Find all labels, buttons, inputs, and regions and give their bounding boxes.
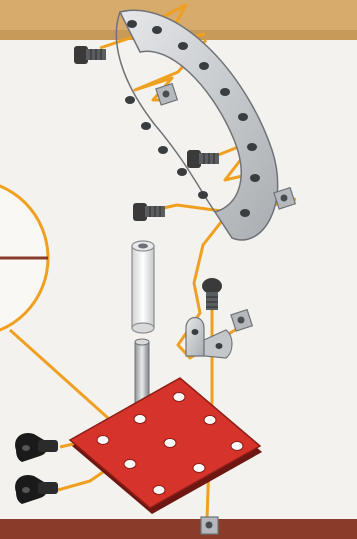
bolt-icon xyxy=(202,278,222,310)
bottom-band xyxy=(0,519,357,539)
square-nut-icon xyxy=(156,84,177,105)
bolt-icon xyxy=(133,203,165,221)
square-nut-icon xyxy=(201,517,218,534)
rubber-clip-icon xyxy=(15,475,58,504)
tube-spacer xyxy=(132,241,154,333)
square-nut-icon xyxy=(231,310,252,331)
bolt-icon xyxy=(187,150,219,168)
angle-bracket xyxy=(186,318,232,359)
red-perforated-square-plate xyxy=(70,378,262,514)
rubber-clip-icon xyxy=(15,433,58,462)
detail-callout xyxy=(0,180,108,418)
